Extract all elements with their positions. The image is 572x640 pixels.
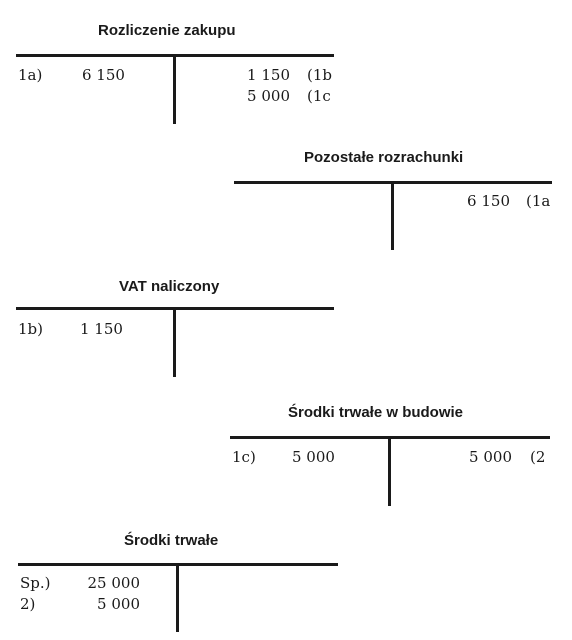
account-title: Rozliczenie zakupu xyxy=(98,22,236,39)
account-title: Środki trwałe w budowie xyxy=(288,404,464,421)
account-vertical-line xyxy=(391,181,394,250)
debit-amount: 1 150 xyxy=(80,320,123,338)
account-vertical-line xyxy=(173,307,176,377)
credit-amount: 1 150 xyxy=(247,66,290,84)
debit-ref: 2) xyxy=(20,595,36,613)
debit-amount: 5 000 xyxy=(97,595,140,613)
credit-ref: (2 xyxy=(530,448,546,466)
debit-ref: 1c) xyxy=(232,448,256,466)
credit-ref: (1c xyxy=(307,87,331,105)
debit-amount: 5 000 xyxy=(292,448,335,466)
credit-ref: (1a xyxy=(526,192,551,210)
debit-ref: Sp.) xyxy=(20,574,51,592)
credit-amount: 5 000 xyxy=(247,87,290,105)
account-vertical-line xyxy=(176,563,179,632)
account-title: VAT naliczony xyxy=(119,278,220,295)
debit-ref: 1b) xyxy=(18,320,43,338)
account-title: Środki trwałe xyxy=(124,532,219,549)
debit-ref: 1a) xyxy=(18,66,43,84)
account-title: Pozostałe rozrachunki xyxy=(304,149,464,166)
credit-amount: 5 000 xyxy=(469,448,512,466)
account-vertical-line xyxy=(173,54,176,124)
credit-amount: 6 150 xyxy=(467,192,510,210)
credit-ref: (1b xyxy=(307,66,332,84)
debit-amount: 6 150 xyxy=(82,66,125,84)
debit-amount: 25 000 xyxy=(87,574,141,592)
account-vertical-line xyxy=(388,436,391,506)
